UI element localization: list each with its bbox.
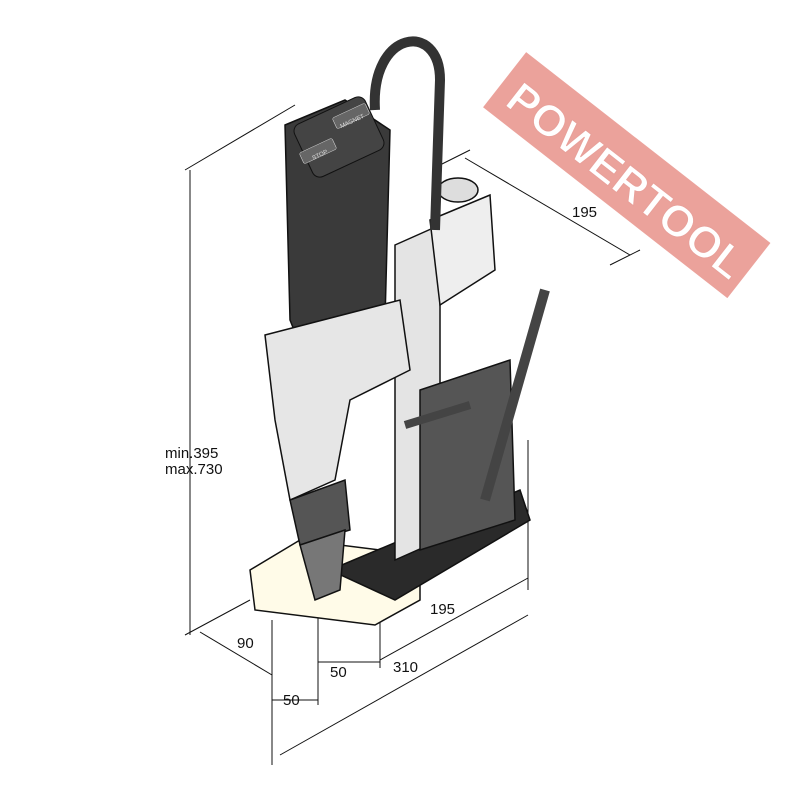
motor-body (264, 99, 411, 602)
power-cable (369, 36, 446, 231)
dim-depth-top: 195 (572, 204, 597, 221)
dim-offset-50-b: 50 (283, 692, 300, 709)
dim-length-310: 310 (393, 659, 418, 676)
dim-offset-50-a: 50 (330, 664, 347, 681)
dim-base-depth: 195 (430, 601, 455, 618)
watermark: POWERTOOL (483, 52, 771, 299)
dim-width-90: 90 (237, 635, 254, 652)
dim-height-max: max.730 (165, 461, 223, 478)
control-panel: MAGNET STOP (293, 96, 385, 178)
dimension-lines (184, 104, 641, 765)
dim-height-min: min.395 (165, 445, 218, 462)
drill-stand (394, 177, 550, 562)
